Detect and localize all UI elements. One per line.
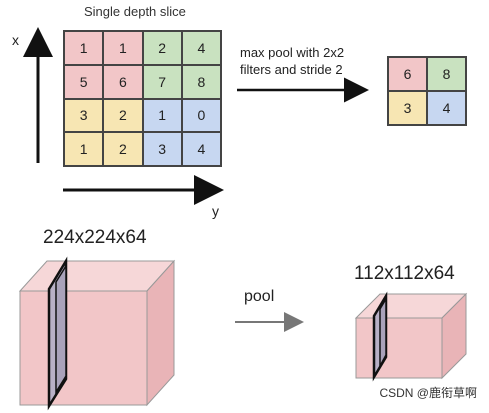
input-grid-cell: 0 xyxy=(181,98,221,133)
output-grid-cell: 6 xyxy=(388,57,427,91)
input-grid-cell: 4 xyxy=(181,31,221,65)
input-depth-slice-face xyxy=(55,263,67,395)
input-volume-label: 224x224x64 xyxy=(43,227,147,248)
output-volume-front xyxy=(355,317,443,379)
input-grid-cell: 6 xyxy=(103,64,143,99)
input-grid-cell: 7 xyxy=(142,64,182,99)
input-grid-cell: 5 xyxy=(64,64,104,99)
output-grid-cell: 8 xyxy=(427,57,466,91)
input-grid-cell: 3 xyxy=(64,98,104,133)
input-grid-cell: 1 xyxy=(142,98,182,133)
axis-x-label: x xyxy=(12,32,19,48)
csdn-credit: CSDN @鹿衔草啊 xyxy=(379,386,477,400)
output-grid-cell: 3 xyxy=(388,91,427,125)
axis-y-label: y xyxy=(212,203,219,219)
input-grid-cell: 2 xyxy=(103,132,143,166)
pool-label: pool xyxy=(244,288,275,305)
input-grid-cell: 3 xyxy=(142,132,182,166)
input-grid-cell: 1 xyxy=(64,132,104,166)
input-grid-cell: 4 xyxy=(181,132,221,166)
input-grid-cell: 2 xyxy=(103,98,143,133)
input-grid-cell: 2 xyxy=(142,31,182,65)
operation-label-line2: filters and stride 2 xyxy=(240,62,343,77)
output-volume xyxy=(354,291,468,382)
input-grid-cell: 1 xyxy=(103,31,143,65)
output-grid-cell: 4 xyxy=(427,91,466,125)
input-grid-cell: 8 xyxy=(181,64,221,99)
output-depth-slice-face xyxy=(379,296,387,367)
input-grid-cell: 1 xyxy=(64,31,104,65)
operation-label: max pool with 2x2 filters and stride 2 xyxy=(240,44,380,78)
operation-label-line1: max pool with 2x2 xyxy=(240,45,345,60)
input-volume xyxy=(18,256,176,411)
output-volume-label: 112x112x64 xyxy=(354,263,455,284)
input-volume-front xyxy=(19,290,148,406)
slice-title: Single depth slice xyxy=(84,4,186,19)
